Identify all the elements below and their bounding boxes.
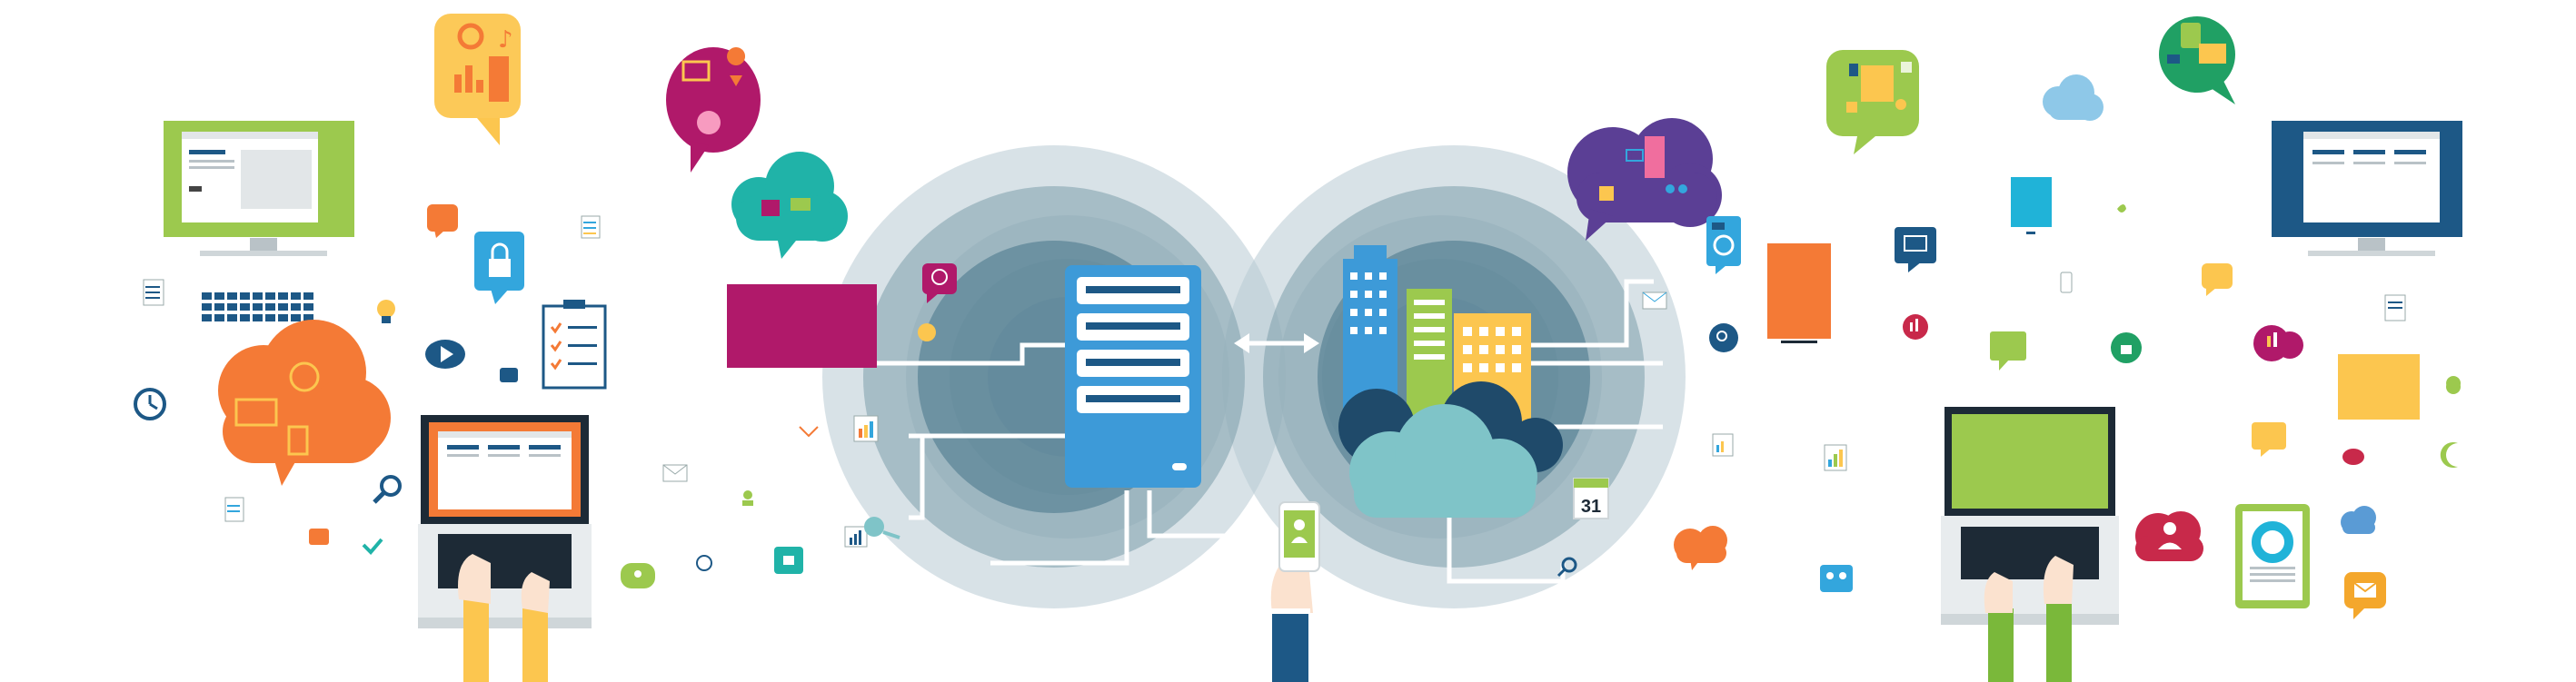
bar-chart-icon xyxy=(844,526,868,548)
globe-icon xyxy=(289,361,320,392)
hands-left xyxy=(458,554,550,682)
envelope-icon xyxy=(662,464,688,482)
document-icon xyxy=(143,279,164,306)
magnifier-icon xyxy=(373,475,402,504)
donut-chart-icon xyxy=(2252,521,2293,563)
lock-bubble-icon xyxy=(774,547,803,574)
laptop-icon xyxy=(1941,407,2119,625)
checkmark-icon xyxy=(362,538,383,555)
connection-lines xyxy=(836,279,1663,584)
speech-bubble-icon xyxy=(1826,50,1919,154)
document-icon xyxy=(2384,294,2406,321)
moon-icon xyxy=(2440,442,2458,468)
arrow-down-icon xyxy=(799,426,819,438)
laptop-icon xyxy=(418,415,592,628)
bar-chart-icon xyxy=(1712,433,1734,457)
calendar-icon: 31 xyxy=(1573,478,1609,519)
lightbulb-icon xyxy=(377,300,395,323)
bar-chart-bubble-icon xyxy=(1903,314,1928,340)
desktop-monitor-left xyxy=(164,121,354,256)
globe-bubble-icon xyxy=(1706,216,1741,274)
play-icon xyxy=(425,340,465,369)
envelope-icon xyxy=(1642,292,1667,310)
cloud-icon xyxy=(2043,74,2104,121)
location-pin-icon xyxy=(2446,376,2462,394)
gear-icon xyxy=(696,555,712,571)
clipboard-icon xyxy=(542,300,607,390)
speech-bubble-icon xyxy=(2159,16,2235,104)
bar-chart-icon xyxy=(853,415,879,442)
user-bubble-icon xyxy=(2135,511,2203,561)
tablet-icon xyxy=(1767,243,1831,339)
cloud-icon xyxy=(1338,381,1563,518)
leaf-icon xyxy=(2117,204,2126,213)
clock-icon xyxy=(134,388,166,420)
people-bubble-icon xyxy=(621,563,655,588)
rss-bubble-icon xyxy=(1674,526,1727,570)
magenta-panel xyxy=(727,284,877,368)
chat-icon xyxy=(309,529,329,545)
yellow-tile xyxy=(2338,354,2420,420)
speech-bubble-icon xyxy=(1567,118,1722,241)
smartphone-icon xyxy=(2060,272,2073,293)
network-hub xyxy=(822,145,1686,682)
user-icon xyxy=(1294,519,1305,530)
cyan-tile xyxy=(2011,177,2052,227)
smartphone-icon xyxy=(1270,501,1320,682)
map-pin-bubble-icon xyxy=(922,263,957,303)
rss-bubble-icon xyxy=(427,204,458,238)
user-icon xyxy=(742,490,753,506)
speech-bubble-icon: ♪ xyxy=(434,14,521,145)
tablet-icon xyxy=(2235,504,2310,608)
laptop-bubble-icon xyxy=(1895,227,1936,272)
speech-bubble-icon xyxy=(731,152,848,259)
sync-arrow-icon xyxy=(1234,333,1319,353)
svg-text:♪: ♪ xyxy=(498,26,513,54)
speech-bubble-icon xyxy=(666,47,761,173)
server-icon xyxy=(1065,265,1201,488)
desktop-monitor-right xyxy=(2272,121,2462,256)
magnifier-icon xyxy=(1557,557,1577,578)
hands-right xyxy=(1984,556,2074,682)
search-icon xyxy=(864,517,900,539)
envelope-bubble-icon xyxy=(2344,572,2386,619)
bar-chart-icon xyxy=(1824,444,1847,471)
speech-bubble-icon xyxy=(218,320,391,486)
cloud-icon xyxy=(2341,506,2376,534)
document-icon xyxy=(224,497,244,522)
document-icon xyxy=(581,215,601,239)
lock-icon xyxy=(474,232,524,304)
people-bubble-icon xyxy=(2252,422,2286,457)
lightbulb-icon xyxy=(918,323,936,341)
chat-icon xyxy=(500,368,518,382)
keyboard-left xyxy=(200,291,323,327)
cloud-icon xyxy=(697,111,721,134)
chat-icon xyxy=(2342,449,2364,465)
people-bubble-icon xyxy=(1820,565,1853,592)
bar-chart-bubble-icon xyxy=(2253,325,2303,361)
chat-icon xyxy=(2202,263,2233,296)
gear-icon xyxy=(457,23,484,50)
search-icon xyxy=(1709,323,1738,352)
calendar-day: 31 xyxy=(1581,497,1601,517)
lock-bubble-icon xyxy=(2111,332,2142,363)
chat-icon xyxy=(1990,331,2026,371)
